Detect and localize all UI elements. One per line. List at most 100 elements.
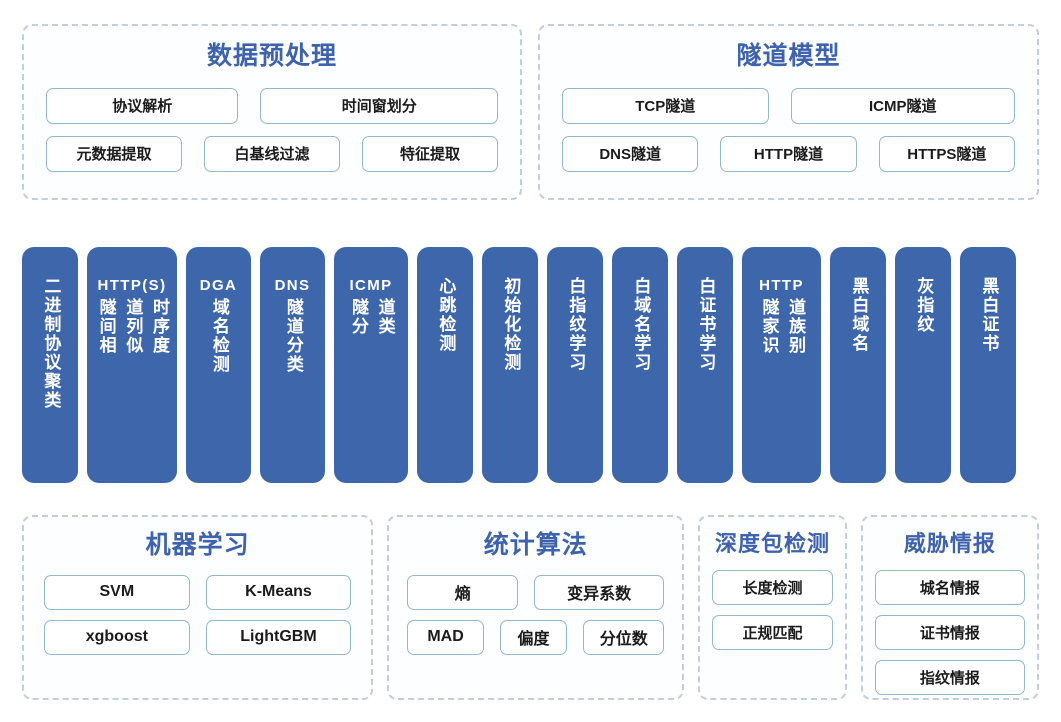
chip-domain-intelligence[interactable]: 城名情报 [874, 570, 1025, 605]
capability-card-vertical-text: 域名检测 [206, 298, 231, 374]
chip-row: SVM K-Means [44, 574, 352, 610]
chip-certificate-intelligence[interactable]: 证书情报 [874, 615, 1025, 650]
chip-dns-tunnel[interactable]: DNS隧道 [562, 135, 699, 172]
bottom-panel-row: 机器学习 SVM K-Means xgboost LightGBM 统计算法 熵… [22, 515, 1039, 700]
capability-card-binary-protocol-clustering[interactable]: 二进制协议聚类 [22, 247, 78, 483]
capability-card-text-column: 隧分 [349, 297, 368, 336]
chip-regex-matching[interactable]: 正规匹配 [712, 615, 833, 650]
chip-icmp-tunnel[interactable]: ICMP隧道 [790, 87, 1015, 124]
capability-card-strip: 二进制协议聚类 HTTP(S) 时序度道列似隧间相 DGA 域名检测 DNS 隧道分类 ICM… [22, 247, 1039, 483]
chip-feature-extraction[interactable]: 特征提取 [362, 135, 498, 172]
chip-time-window-partition[interactable]: 时间窗划分 [260, 87, 499, 124]
capability-card-black-white-domain[interactable]: 黑白域名 [830, 247, 886, 483]
chip-metadata-extraction[interactable]: 元数据提取 [46, 135, 182, 172]
chip-fingerprint-intelligence[interactable]: 指纹情报 [874, 660, 1025, 695]
chip-protocol-parsing[interactable]: 协议解析 [46, 87, 239, 124]
chip-http-tunnel[interactable]: HTTP隧道 [720, 135, 857, 172]
capability-card-text-column: 黑白域名 [849, 277, 869, 353]
chip-coefficient-of-variation[interactable]: 变异系数 [534, 574, 665, 610]
capability-card-text-column: 黑白证书 [979, 277, 999, 353]
chip-row: DNS隧道 HTTP隧道 HTTPS隧道 [562, 135, 1015, 172]
chip-row: 长度检测 [712, 570, 833, 605]
capability-card-text-column: 灰指纹 [914, 277, 934, 334]
capability-card-latin-label: HTTP(S) [97, 277, 167, 294]
panel-title-statistical-algorithms: 统计算法 [483, 531, 588, 559]
chip-white-baseline-filter[interactable]: 白基线过滤 [204, 135, 340, 172]
chip-row: xgboost LightGBM [44, 619, 352, 655]
capability-card-icmp-tunnel-classification[interactable]: ICMP 道类隧分 [334, 247, 408, 483]
capability-card-text-column: 隧道分类 [283, 297, 303, 374]
capability-card-text-column: 隧间相 [96, 297, 116, 355]
capability-card-vertical-text: 二进制协议聚类 [38, 277, 63, 410]
chip-svm[interactable]: SVM [44, 574, 190, 610]
capability-card-black-white-certificate[interactable]: 黑白证书 [960, 247, 1016, 483]
capability-card-latin-label: DNS [274, 277, 311, 294]
capability-card-latin-label: DGA [199, 277, 238, 294]
capability-card-initialization-detection[interactable]: 初始化检测 [482, 247, 538, 483]
capability-card-text-column: 道族别 [786, 297, 806, 355]
capability-card-latin-label: ICMP [349, 277, 393, 294]
capability-card-vertical-text: 时序度道列似隧间相 [93, 298, 171, 355]
capability-card-white-certificate-learning[interactable]: 白证书学习 [677, 247, 733, 483]
capability-card-white-domain-learning[interactable]: 白域名学习 [612, 247, 668, 483]
capability-card-text-column: 道列似 [123, 297, 143, 355]
capability-card-text-column: 二进制协议聚类 [41, 277, 61, 410]
chip-row: 城名情报 [874, 570, 1025, 605]
chip-quantile[interactable]: 分位数 [583, 619, 665, 655]
capability-card-text-column: 时序度 [149, 297, 169, 355]
capability-card-vertical-text: 心跳检测 [433, 277, 458, 353]
capability-card-vertical-text: 隧道分类 [280, 298, 305, 374]
capability-card-vertical-text: 道类隧分 [345, 298, 396, 336]
chip-row: MAD 偏度 分位数 [407, 619, 665, 655]
panel-title-tunnel-model: 隧道模型 [736, 42, 841, 70]
capability-card-http-tunnel-family-identification[interactable]: HTTP 道族别隧家识 [742, 247, 821, 483]
panel-machine-learning: 机器学习 SVM K-Means xgboost LightGBM [22, 515, 374, 700]
capability-card-text-column: 白域名学习 [631, 277, 651, 372]
chip-row: TCP隧道 ICMP隧道 [562, 87, 1015, 124]
capability-card-heartbeat-detection[interactable]: 心跳检测 [417, 247, 473, 483]
chip-xgboost[interactable]: xgboost [44, 619, 190, 655]
panel-title-data-preprocessing: 数据预处理 [206, 42, 337, 70]
panel-title-threat-intelligence: 威胁情报 [903, 531, 996, 556]
capability-card-text-column: 域名检测 [209, 297, 229, 374]
capability-card-vertical-text: 黑白证书 [976, 277, 1001, 353]
panel-threat-intelligence: 威胁情报 城名情报 证书情报 指纹情报 [860, 515, 1039, 700]
panel-title-machine-learning: 机器学习 [145, 531, 250, 559]
chip-tcp-tunnel[interactable]: TCP隧道 [562, 87, 769, 124]
capability-card-gray-fingerprint[interactable]: 灰指纹 [895, 247, 951, 483]
chip-https-tunnel[interactable]: HTTPS隧道 [878, 135, 1015, 172]
capability-card-text-column: 隧家识 [759, 297, 779, 355]
chip-row: 证书情报 [874, 615, 1025, 650]
capability-card-latin-label: HTTP [759, 277, 804, 294]
chip-row: 正规匹配 [712, 615, 833, 650]
capability-card-text-column: 白指纹学习 [566, 277, 586, 372]
panel-title-deep-packet-inspection: 深度包检测 [715, 531, 831, 556]
chip-row: 指纹情报 [874, 660, 1025, 695]
capability-card-dga-domain-detection[interactable]: DGA 域名检测 [186, 247, 251, 483]
capability-card-vertical-text: 白域名学习 [628, 277, 653, 372]
chip-lightgbm[interactable]: LightGBM [205, 619, 352, 655]
chip-row: 协议解析 时间窗划分 [46, 87, 499, 124]
chip-length-detection[interactable]: 长度检测 [712, 570, 833, 605]
chip-kmeans[interactable]: K-Means [205, 574, 352, 610]
capability-card-dns-tunnel-classification[interactable]: DNS 隧道分类 [260, 247, 325, 483]
capability-card-text-column: 初始化检测 [501, 277, 521, 372]
capability-card-vertical-text: 白指纹学习 [563, 277, 588, 372]
capability-card-vertical-text: 初始化检测 [498, 277, 523, 372]
panel-data-preprocessing: 数据预处理 协议解析 时间窗划分 元数据提取 白基线过滤 特征提取 [22, 24, 522, 200]
capability-card-text-column: 白证书学习 [696, 277, 716, 372]
capability-card-text-column: 道类 [375, 297, 395, 336]
capability-card-vertical-text: 道族别隧家识 [756, 298, 807, 355]
chip-mad[interactable]: MAD [407, 619, 484, 655]
chip-row: 熵 变异系数 [407, 574, 665, 610]
chip-row: 元数据提取 白基线过滤 特征提取 [46, 135, 498, 172]
top-panel-row: 数据预处理 协议解析 时间窗划分 元数据提取 白基线过滤 特征提取 隧道模型 T… [22, 24, 1039, 200]
capability-card-vertical-text: 灰指纹 [911, 277, 936, 334]
capability-card-text-column: 心跳检测 [436, 277, 456, 353]
capability-card-https-tunnel-timeseries-similarity[interactable]: HTTP(S) 时序度道列似隧间相 [87, 247, 177, 483]
panel-deep-packet-inspection: 深度包检测 长度检测 正规匹配 [698, 515, 847, 700]
capability-card-vertical-text: 黑白域名 [846, 277, 871, 353]
chip-skewness[interactable]: 偏度 [499, 619, 568, 655]
capability-card-white-fingerprint-learning[interactable]: 白指纹学习 [547, 247, 603, 483]
chip-entropy[interactable]: 熵 [407, 574, 519, 610]
